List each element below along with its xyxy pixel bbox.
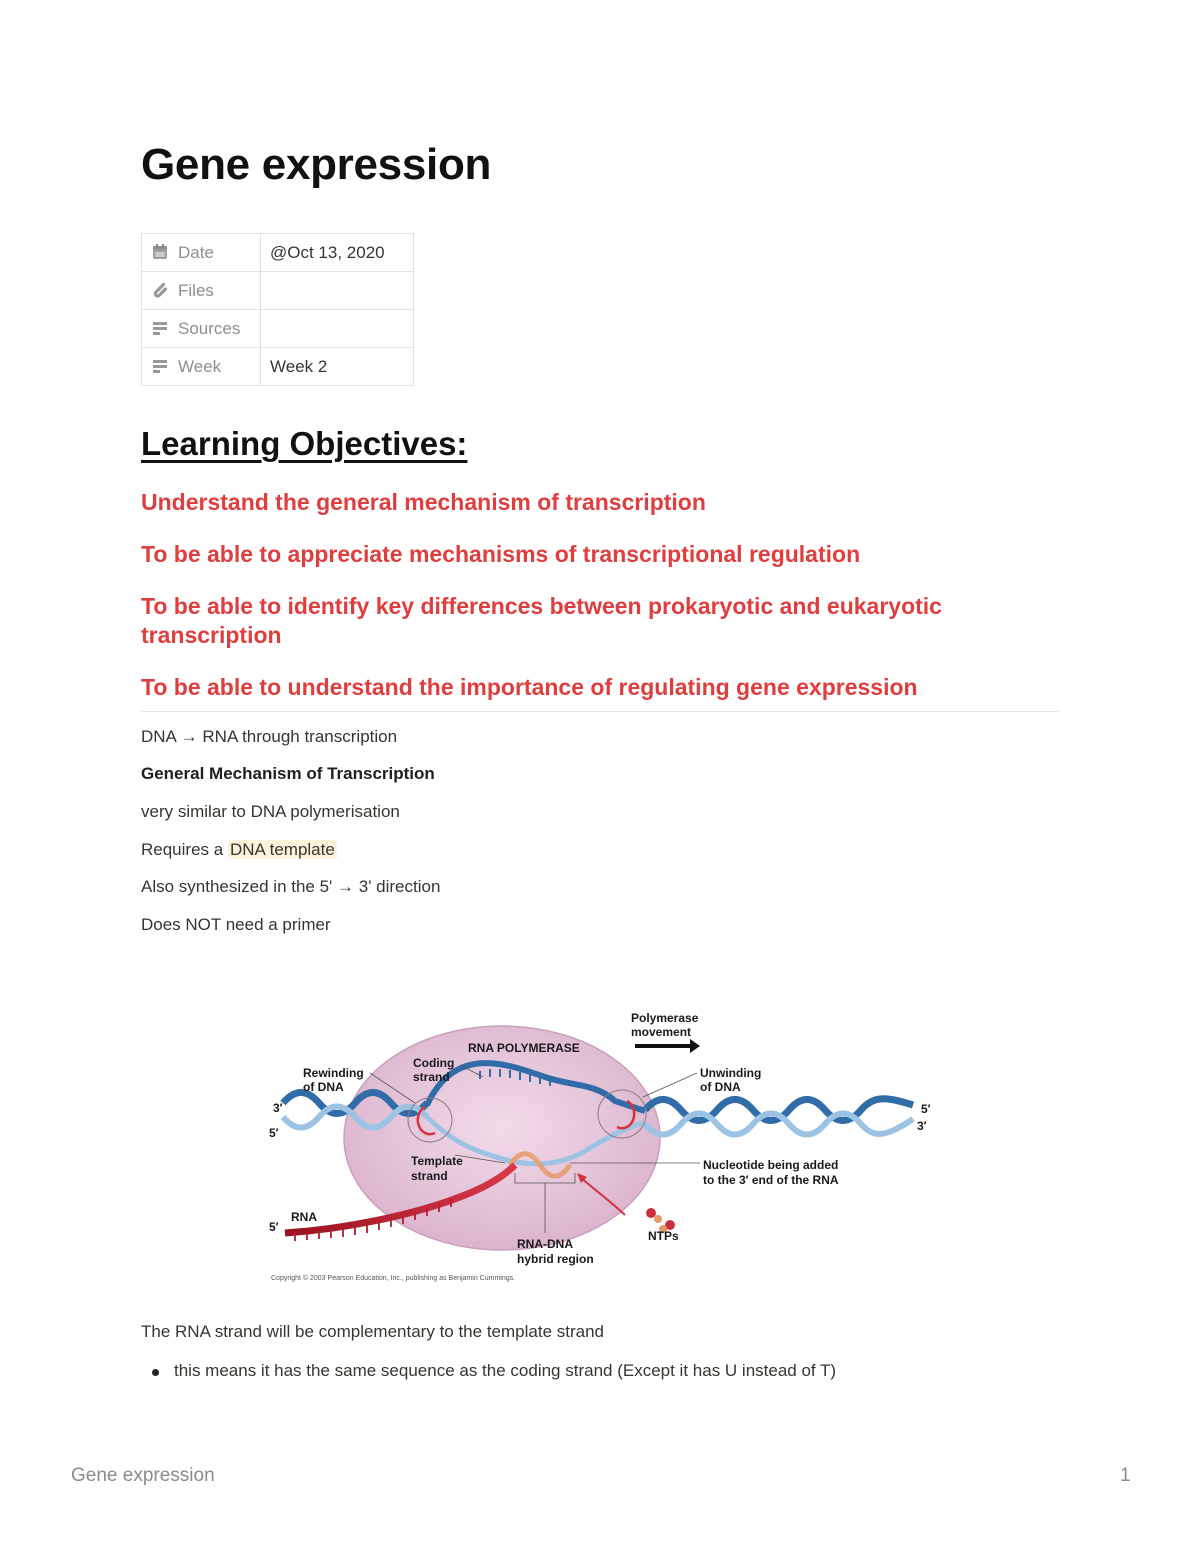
text-line: DNA → RNA through transcription bbox=[141, 727, 398, 746]
objective-item: To be able to appreciate mechanisms of t… bbox=[141, 541, 861, 567]
rewinding-label: Rewinding bbox=[303, 1066, 364, 1080]
page-title: Gene expression bbox=[141, 140, 492, 189]
dna-end-label: 5′ bbox=[921, 1102, 931, 1116]
rna-dna-hybrid-label: RNA-DNA bbox=[517, 1237, 573, 1251]
nucleotide-added-label: Nucleotide being added bbox=[703, 1158, 838, 1172]
dna-end-label: 5′ bbox=[269, 1126, 279, 1140]
bullet-icon bbox=[152, 1369, 159, 1376]
date-value[interactable]: @Oct 13, 2020 bbox=[260, 233, 414, 272]
unwinding-circle bbox=[597, 1089, 647, 1139]
property-key-label: Date bbox=[178, 242, 214, 262]
unwinding-label: of DNA bbox=[700, 1080, 741, 1094]
property-row-date: Date @Oct 13, 2020 bbox=[141, 233, 414, 272]
property-key: Sources bbox=[141, 309, 261, 348]
property-row-files: Files bbox=[141, 271, 414, 310]
dna-end-label: 3′ bbox=[273, 1101, 283, 1115]
objective-item: Understand the general mechanism of tran… bbox=[141, 489, 706, 515]
section-heading: General Mechanism of Transcription bbox=[141, 764, 435, 783]
calendar-icon bbox=[151, 243, 169, 261]
nucleotide-added-label: to the 3′ end of the RNA bbox=[703, 1173, 839, 1187]
coding-strand-label: strand bbox=[413, 1070, 450, 1084]
text-fragment: Requires a bbox=[141, 840, 228, 859]
movement-arrow bbox=[690, 1039, 700, 1053]
text-line: Requires a DNA template bbox=[141, 840, 337, 860]
coding-strand-label: Coding bbox=[413, 1056, 454, 1070]
bullet-item: this means it has the same sequence as t… bbox=[174, 1361, 837, 1380]
template-strand bbox=[425, 1115, 646, 1167]
text-line: Does NOT need a primer bbox=[141, 915, 331, 934]
text-line: Also synthesized in the 5' → 3' directio… bbox=[141, 877, 441, 896]
text-line: The RNA strand will be complementary to … bbox=[141, 1322, 604, 1341]
paperclip-icon bbox=[151, 281, 169, 299]
dna-helix-right bbox=[642, 1095, 915, 1138]
rewinding-circle bbox=[407, 1097, 453, 1143]
property-key: Date bbox=[141, 233, 261, 272]
week-value[interactable]: Week 2 bbox=[260, 347, 414, 386]
polymerase-movement-label: movement bbox=[631, 1025, 691, 1039]
objectives-list: Understand the general mechanism of tran… bbox=[141, 488, 1041, 725]
rna-dna-hybrid bbox=[507, 1151, 573, 1179]
text-lines-icon bbox=[151, 357, 169, 375]
template-strand-label: Template bbox=[411, 1154, 463, 1168]
ntps-label: NTPs bbox=[648, 1229, 679, 1243]
transcription-diagram: Polymerase movement RNA POLYMERASE Rewin… bbox=[265, 1005, 955, 1290]
divider bbox=[141, 711, 1059, 712]
dna-helix-left bbox=[280, 1089, 430, 1131]
page-number: 1 bbox=[1120, 1465, 1131, 1486]
unwinding-label: Unwinding bbox=[700, 1066, 761, 1080]
property-key-label: Week bbox=[178, 356, 222, 376]
copyright-text: Copyright © 2003 Pearson Education, Inc.… bbox=[271, 1274, 515, 1282]
rna-strand bbox=[284, 1162, 518, 1237]
objectives-heading: Learning Objectives: bbox=[141, 425, 468, 462]
rna-end-label: 5′ bbox=[269, 1220, 279, 1234]
rna-label: RNA bbox=[291, 1210, 317, 1224]
polymerase-movement-label: Polymerase bbox=[631, 1011, 699, 1025]
dna-end-label: 3′ bbox=[917, 1119, 927, 1133]
polymerase-body bbox=[343, 1025, 661, 1251]
template-strand-label: strand bbox=[411, 1169, 448, 1183]
rewinding-label: of DNA bbox=[303, 1080, 344, 1094]
objective-item: To be able to identify key differences b… bbox=[141, 593, 942, 648]
footer-title: Gene expression bbox=[71, 1465, 215, 1486]
highlighted-text: DNA template bbox=[227, 840, 337, 859]
files-value[interactable] bbox=[260, 271, 414, 310]
text-line: very similar to DNA polymerisation bbox=[141, 802, 400, 821]
property-key-label: Files bbox=[178, 280, 214, 300]
ntp-molecules bbox=[646, 1208, 675, 1233]
property-key: Files bbox=[141, 271, 261, 310]
text-lines-icon bbox=[151, 319, 169, 337]
sources-value[interactable] bbox=[260, 309, 414, 348]
properties-table: Date @Oct 13, 2020 Files Sources Week We… bbox=[141, 233, 414, 386]
property-row-week: Week Week 2 bbox=[141, 347, 414, 386]
property-key: Week bbox=[141, 347, 261, 386]
coding-strand bbox=[424, 1060, 646, 1114]
property-row-sources: Sources bbox=[141, 309, 414, 348]
objective-item: To be able to understand the importance … bbox=[141, 674, 918, 700]
rna-dna-hybrid-label: hybrid region bbox=[517, 1252, 594, 1266]
rna-polymerase-label: RNA POLYMERASE bbox=[468, 1041, 580, 1055]
property-key-label: Sources bbox=[178, 318, 241, 338]
